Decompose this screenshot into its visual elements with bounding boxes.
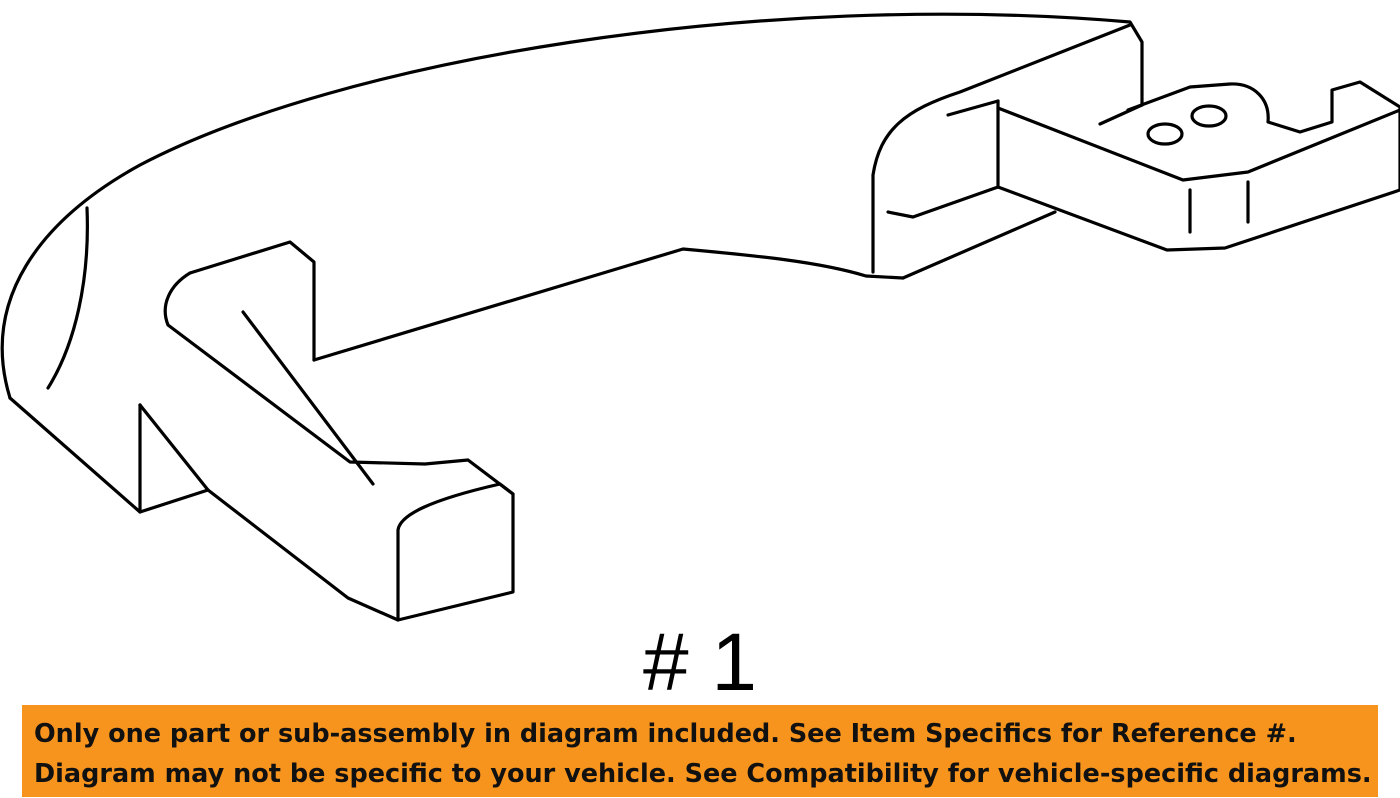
arm-bar-ridge: [241, 310, 375, 486]
bracket-top: [996, 80, 1400, 252]
arm-end-cap: [396, 482, 515, 622]
disclaimer-banner: Only one part or sub-assembly in diagram…: [22, 705, 1378, 797]
right-inner-ledge: [886, 185, 1000, 219]
right-curve-front: [871, 23, 1132, 274]
bracket-front-edge: [996, 106, 1400, 182]
arm-bar-underside: [206, 488, 400, 622]
outer-arc-outline: [0, 12, 1144, 400]
mounting-hole-2: [1190, 104, 1228, 128]
right-ledge-line: [946, 99, 1000, 117]
arm-bar-back: [188, 240, 316, 362]
inner-body-edge: [312, 247, 905, 362]
callout-number: # 1: [643, 617, 757, 708]
disclaimer-line-2: Diagram may not be specific to your vehi…: [34, 759, 1372, 789]
left-inner-diagonal: [138, 403, 210, 492]
arm-bar-top: [163, 271, 515, 496]
inner-left-curve: [46, 206, 89, 390]
disclaimer-line-1: Only one part or sub-assembly in diagram…: [34, 719, 1297, 749]
right-lower-edge: [901, 210, 1057, 280]
mounting-hole-1: [1146, 122, 1184, 146]
